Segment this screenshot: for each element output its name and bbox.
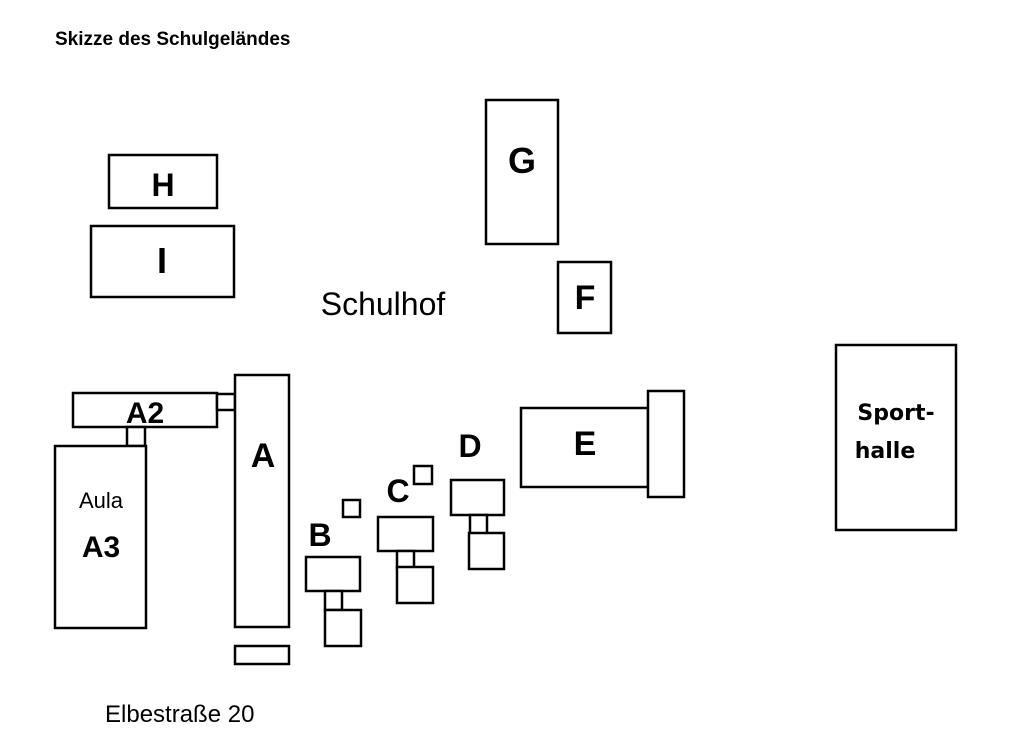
- building-f-label: F: [575, 279, 596, 317]
- building-i-label: I: [157, 240, 167, 281]
- building-e-label: E: [574, 425, 597, 463]
- building-b: B: [304, 498, 363, 648]
- building-h: H: [107, 153, 219, 210]
- building-b-kiosk: [341, 498, 362, 519]
- sketch-title: Skizze des Schulgeländes: [55, 29, 290, 50]
- building-a: A: [233, 373, 291, 666]
- building-c-label: C: [386, 473, 409, 509]
- building-c-link: [395, 549, 416, 570]
- building-a2-label: A2: [126, 397, 164, 430]
- building-c: C: [376, 464, 435, 605]
- building-b-label: B: [308, 517, 331, 553]
- building-e: E: [519, 389, 686, 499]
- building-g: G: [484, 98, 560, 246]
- building-d-link: [468, 513, 489, 536]
- building-f: F: [556, 260, 613, 335]
- building-a2: A2: [71, 391, 237, 448]
- building-a-label: A: [251, 437, 276, 475]
- connector-a2-a: [215, 392, 237, 412]
- building-a3: Aula A3: [53, 444, 148, 630]
- aula-label: Aula: [79, 488, 124, 513]
- building-sporthalle: Sport- halle: [834, 343, 958, 532]
- schoolyard-label: Schulhof: [321, 286, 446, 322]
- building-b-link: [323, 589, 344, 612]
- street-label: Elbestraße 20: [105, 701, 254, 728]
- building-c-kiosk: [412, 464, 434, 486]
- building-d: D: [449, 428, 506, 571]
- sporthalle-label-line2: halle: [855, 439, 916, 464]
- building-a-annex: [233, 644, 291, 666]
- building-i: I: [89, 224, 236, 299]
- building-a3-label: A3: [82, 531, 120, 564]
- building-d-label: D: [458, 428, 481, 464]
- building-h-label: H: [151, 167, 174, 203]
- sporthalle-label-line1: Sport-: [857, 401, 934, 426]
- building-g-label: G: [508, 140, 536, 181]
